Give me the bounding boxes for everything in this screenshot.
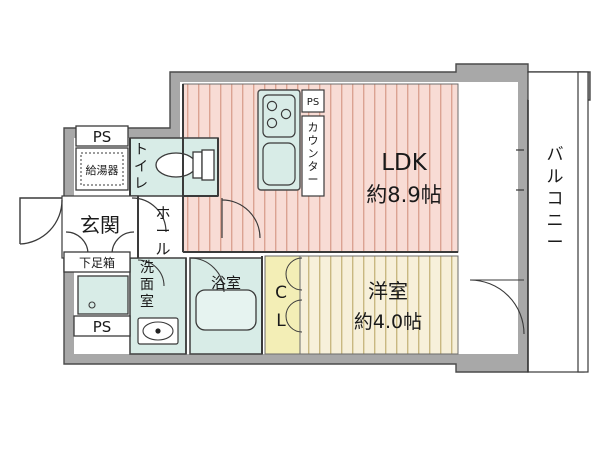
svg-text:バ: バ (547, 145, 564, 165)
svg-text:タ: タ (308, 160, 319, 173)
utility-square (77, 275, 129, 315)
svg-text:イ: イ (134, 159, 148, 175)
svg-text:面: 面 (140, 277, 154, 293)
svg-text:ン: ン (308, 147, 319, 160)
sink-icon (262, 142, 296, 186)
label-balcony: バ ル コ ニ ー (547, 145, 564, 253)
washbasin-icon (137, 317, 179, 345)
label-ldk-name: LDK (381, 150, 428, 176)
svg-text:ル: ル (547, 167, 564, 187)
ps-kitchen-box (301, 89, 325, 113)
label-hall: ホ ー ル (155, 204, 170, 258)
genkan-area (19, 195, 139, 259)
svg-text:ニ: ニ (547, 211, 564, 231)
svg-text:ー: ー (547, 233, 564, 253)
label-genkan: 玄関 (80, 213, 120, 237)
svg-text:ー: ー (155, 222, 170, 240)
label-ps-bottom-left: PS (93, 318, 112, 336)
internal-walls (129, 84, 458, 354)
svg-text:ル: ル (155, 240, 170, 258)
room-bedroom (299, 255, 459, 355)
svg-text:室: 室 (140, 293, 154, 310)
label-closet: C L (275, 283, 287, 331)
svg-text:L: L (276, 311, 286, 331)
svg-text:ホ: ホ (155, 204, 170, 222)
label-ldk-area: 約8.9帖 (366, 183, 441, 207)
washroom-door-swing (137, 259, 165, 287)
bath-door-swing (189, 257, 225, 293)
hall-door-swing (221, 198, 261, 239)
svg-text:ー: ー (308, 173, 319, 186)
label-counter: カ ウ ン タ ー (308, 121, 319, 186)
label-shoe-box: 下足箱 (79, 255, 115, 270)
label-bedroom-name: 洋室 (368, 279, 408, 303)
svg-text:C: C (275, 283, 287, 303)
label-ps-kitchen: PS (307, 97, 319, 108)
getabako-box (63, 251, 131, 273)
svg-text:カ: カ (308, 121, 319, 134)
stove-icon (262, 94, 296, 138)
svg-text:ト: ト (134, 142, 148, 158)
bathtub-icon (195, 289, 257, 331)
label-washroom: 洗 面 室 (140, 260, 154, 310)
svg-text:ウ: ウ (308, 134, 319, 147)
label-bedroom-area: 約4.0帖 (354, 311, 422, 333)
label-water-heater: 給湯器 (86, 163, 119, 177)
label-toilet: ト イ レ (134, 142, 148, 192)
svg-text:レ: レ (134, 176, 148, 192)
label-bathroom: 浴室 (211, 274, 241, 292)
svg-text:コ: コ (547, 189, 564, 209)
toilet-door-swing (131, 197, 167, 233)
svg-text:洗: 洗 (140, 260, 154, 276)
ps-top-left-box (75, 125, 129, 191)
label-ps-top-left: PS (93, 128, 112, 146)
balcony-area (469, 71, 589, 373)
counter-strip (301, 115, 325, 197)
ps-bottom-left-box (73, 315, 131, 337)
closet-cl (264, 255, 301, 355)
toilet-fixture-icon (155, 149, 215, 181)
closet-door-marks (285, 257, 303, 333)
kitchen-unit (257, 89, 301, 191)
